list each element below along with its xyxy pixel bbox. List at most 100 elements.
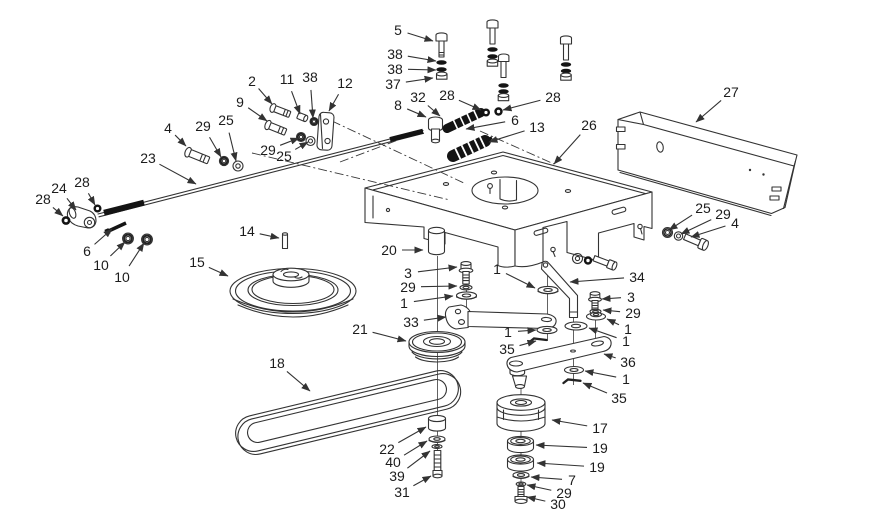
part-31-bolt	[432, 449, 443, 479]
callout-leader-17	[551, 417, 588, 427]
callout-leader-30	[526, 495, 546, 503]
callout-leader-11	[291, 90, 301, 115]
part-15-pulley	[229, 267, 357, 318]
part-callout-35: 35	[499, 341, 515, 357]
part-30-bolt	[514, 485, 528, 504]
part-callout-29: 29	[715, 206, 731, 222]
part-callout-29: 29	[400, 279, 416, 295]
part-callout-21: 21	[352, 321, 368, 337]
part-callout-19: 19	[592, 440, 608, 456]
underplate-bolt-set	[571, 252, 618, 271]
part-callout-13: 13	[529, 119, 545, 135]
part-20-spacer-tube	[427, 226, 446, 256]
part-14-pin	[281, 232, 289, 250]
callout-leader-4	[690, 225, 726, 238]
part-callout-17: 17	[592, 420, 608, 436]
callout-leader-29	[279, 137, 300, 146]
part-callout-26: 26	[581, 117, 597, 133]
part-29-lockwasher-bottom	[515, 481, 527, 487]
callout-leader-1	[505, 272, 536, 289]
part-callout-28: 28	[35, 191, 51, 207]
part-callout-14: 14	[239, 223, 255, 239]
callout-leader-25	[294, 141, 309, 150]
part-9-bolt	[264, 119, 288, 136]
part-callout-8: 8	[394, 97, 402, 113]
callout-leader-6	[465, 121, 506, 131]
callout-leader-31	[413, 475, 432, 487]
part-callout-22: 22	[379, 441, 395, 457]
part-callout-6: 6	[511, 112, 519, 128]
callout-leader-23	[159, 163, 197, 185]
callout-leader-34	[569, 277, 625, 285]
part-callout-11: 11	[280, 71, 295, 87]
callout-leader-3	[601, 294, 622, 302]
part-1-washer-center	[455, 291, 478, 300]
part-callout-5: 5	[394, 22, 402, 38]
callout-leader-26	[553, 134, 581, 165]
part-22-spacer	[427, 414, 447, 432]
callout-leader-39	[407, 450, 431, 469]
callout-leader-12	[328, 94, 340, 112]
callout-leader-10	[110, 241, 126, 257]
part-callout-35: 35	[611, 390, 627, 406]
callout-leader-38	[407, 66, 437, 74]
callout-leader-29	[526, 483, 552, 491]
callout-leader-1	[588, 327, 617, 339]
callout-leader-19	[536, 460, 585, 468]
callout-leader-38	[308, 89, 316, 119]
part-29-lockwasher-center	[459, 284, 473, 291]
part-callout-18: 18	[269, 355, 285, 371]
callout-leader-29	[680, 219, 712, 235]
part-callout-1: 1	[622, 371, 630, 387]
callout-leader-25	[668, 214, 693, 231]
bolt-washer-stack-c	[497, 53, 510, 102]
part-38-washer-mid	[309, 116, 319, 127]
part-callout-33: 33	[403, 314, 419, 330]
part-12-bracket-plate	[316, 111, 335, 151]
part-1-washer-under-arm	[563, 365, 585, 375]
callout-leader-19	[535, 441, 588, 449]
callout-leader-28	[458, 99, 482, 111]
part-callout-3: 3	[627, 289, 635, 305]
part-35-clip-b	[562, 378, 582, 385]
part-callout-40: 40	[385, 454, 401, 470]
part-17-idler-pulley	[496, 394, 546, 432]
callout-leader-29	[209, 136, 222, 158]
part-callout-19: 19	[589, 459, 605, 475]
part-8-anchor-fitting	[427, 116, 444, 144]
callout-leader-14	[259, 232, 280, 240]
callout-leader-21	[372, 331, 407, 343]
part-39-lockwasher	[431, 443, 443, 450]
callout-leader-6	[94, 228, 113, 245]
part-callout-36: 36	[620, 354, 636, 370]
callout-leader-38	[407, 55, 437, 64]
callout-leader-28	[87, 193, 96, 206]
part-19-bearing-upper	[506, 435, 535, 454]
part-callout-7: 7	[568, 472, 576, 488]
part-callout-29: 29	[195, 118, 211, 134]
part-10-washers	[122, 232, 153, 246]
part-callout-25: 25	[218, 112, 234, 128]
part-callout-25: 25	[276, 148, 292, 164]
part-callout-38: 38	[387, 61, 403, 77]
part-6-stud-left	[104, 221, 127, 235]
part-27-rear-bracket	[615, 111, 798, 217]
right-bolt-set-25-29-4	[661, 226, 709, 251]
callout-leader-35	[519, 339, 537, 347]
part-23-rod	[97, 128, 425, 218]
callout-leader-28	[52, 207, 64, 217]
callout-leader-3	[417, 264, 458, 273]
bolt-washer-stack-d	[559, 35, 573, 81]
part-callout-1: 1	[624, 321, 632, 337]
bolt-washer-stack-b	[486, 19, 499, 67]
callout-leader-18	[286, 370, 311, 392]
callout-leader-28	[502, 99, 541, 112]
part-callout-29: 29	[625, 305, 641, 321]
part-3-bolt-right	[588, 291, 602, 311]
part-callout-38: 38	[387, 46, 403, 62]
callout-leader-1	[584, 369, 617, 378]
callout-leader-2	[258, 88, 273, 105]
part-28-flange-nuts	[482, 107, 503, 117]
